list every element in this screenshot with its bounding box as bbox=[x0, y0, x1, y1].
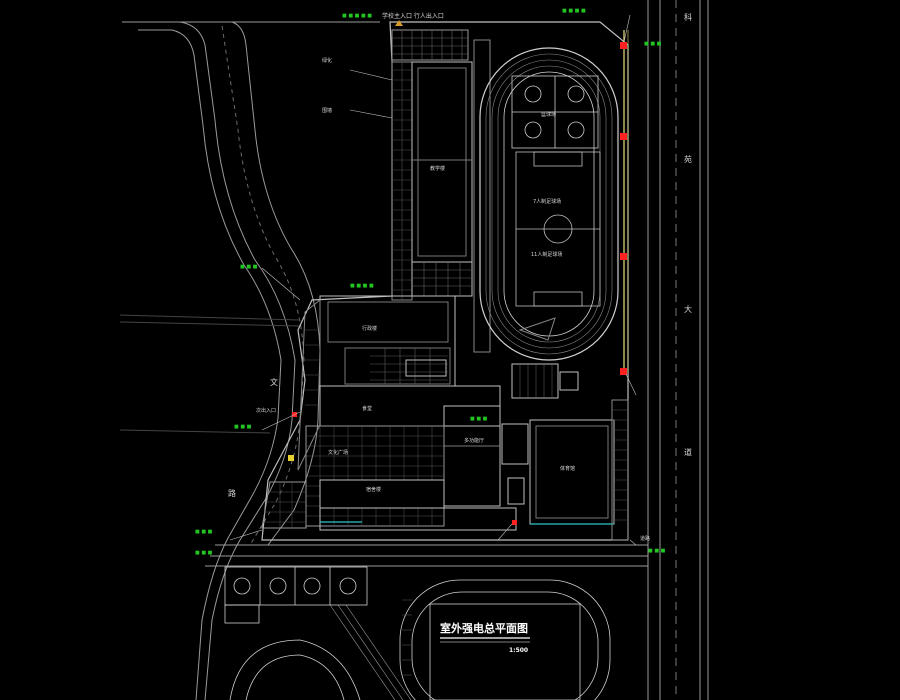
football7-label: 7人制足球场 bbox=[533, 198, 561, 205]
north-entrance-plaza bbox=[391, 29, 469, 61]
gym-building bbox=[529, 419, 615, 525]
road-west-char-2: 路 bbox=[228, 488, 236, 498]
svg-text:■ ■ ■: ■ ■ ■ bbox=[240, 264, 258, 270]
road-east-char-1: 科 bbox=[684, 12, 692, 22]
svg-text:■ ■ ■ ■: ■ ■ ■ ■ bbox=[350, 283, 374, 289]
west-paving bbox=[297, 298, 321, 471]
south-stadium-hatch bbox=[402, 599, 412, 676]
junction-box-icon bbox=[512, 520, 517, 525]
svg-text:■ ■ ■: ■ ■ ■ bbox=[470, 416, 488, 422]
road-east-char-2: 苑 bbox=[684, 154, 692, 164]
junction-box-icon bbox=[620, 42, 627, 49]
south-corridor bbox=[319, 507, 517, 531]
green-label: 绿化 bbox=[322, 57, 332, 64]
leader-lines bbox=[229, 14, 637, 546]
main-entrance-label: 学校主入口 行人出入口 bbox=[382, 12, 444, 20]
west-paving-strip bbox=[391, 61, 413, 301]
teaching-building bbox=[411, 61, 473, 297]
wall-label: 围墙 bbox=[322, 107, 332, 114]
gym-label: 体育馆 bbox=[560, 465, 575, 472]
west-road-dashes bbox=[221, 25, 305, 546]
high-jump-area bbox=[518, 317, 556, 341]
east-planting-strip bbox=[611, 399, 629, 541]
south-road bbox=[205, 544, 648, 567]
road-east-char-3: 大 bbox=[684, 304, 692, 314]
hall-label: 多功能厅 bbox=[464, 437, 484, 444]
teaching-label: 教学楼 bbox=[430, 165, 445, 172]
side-entrance-label: 次出入口 bbox=[256, 407, 276, 414]
basketball-courts bbox=[511, 75, 599, 149]
west-parcel-lines bbox=[119, 314, 301, 434]
basketball-label: 篮球场 bbox=[541, 111, 556, 118]
east-road bbox=[647, 0, 709, 700]
canteen-label: 食堂 bbox=[362, 405, 372, 412]
svg-text:■ ■ ■: ■ ■ ■ bbox=[234, 424, 252, 430]
dorm-label: 宿舍楼 bbox=[366, 486, 381, 493]
south-stadium bbox=[399, 579, 611, 700]
distribution-box-icon bbox=[288, 455, 294, 461]
junction-box-icon bbox=[620, 368, 627, 375]
annotation-labels: ■ ■ ■ ■ ■ ■ ■ ■ ■ ■ ■ ■ ■ ■ ■ ■ ■ ■ ■ ■ … bbox=[195, 8, 666, 556]
west-road bbox=[122, 21, 321, 700]
stair-hatch bbox=[519, 364, 553, 398]
svg-text:■ ■ ■: ■ ■ ■ bbox=[195, 529, 213, 535]
junction-box-icon bbox=[620, 133, 627, 140]
site-boundary bbox=[261, 21, 629, 541]
road-label: 道路 bbox=[640, 535, 650, 542]
south-courts bbox=[224, 566, 368, 624]
drawing-scale: 1:500 bbox=[509, 647, 528, 654]
football11-label: 11人制足球场 bbox=[531, 251, 562, 258]
southwest-paving bbox=[261, 481, 307, 529]
football-field bbox=[515, 151, 601, 307]
culture-square bbox=[305, 425, 445, 527]
square-label: 文化广场 bbox=[328, 449, 348, 456]
corridor bbox=[473, 39, 491, 353]
admin-label: 行政楼 bbox=[362, 325, 377, 332]
entrance-arrow-icon bbox=[395, 20, 403, 26]
admin-building bbox=[319, 295, 456, 387]
stair-blocks bbox=[501, 363, 579, 505]
south-track bbox=[229, 639, 361, 700]
svg-text:■ ■ ■: ■ ■ ■ bbox=[195, 550, 213, 556]
running-track bbox=[479, 47, 619, 361]
junction-box-icon bbox=[620, 253, 627, 260]
svg-text:■ ■ ■: ■ ■ ■ bbox=[644, 41, 662, 47]
south-stairs bbox=[329, 604, 412, 700]
drawing-title: 室外强电总平面图 bbox=[440, 621, 528, 635]
svg-text:■ ■ ■ ■ ■: ■ ■ ■ ■ ■ bbox=[342, 13, 372, 19]
svg-text:■ ■ ■ ■: ■ ■ ■ ■ bbox=[562, 8, 586, 14]
svg-text:■ ■ ■: ■ ■ ■ bbox=[648, 548, 666, 554]
road-west-char-1: 文 bbox=[270, 377, 278, 387]
road-east-char-4: 道 bbox=[684, 447, 692, 457]
